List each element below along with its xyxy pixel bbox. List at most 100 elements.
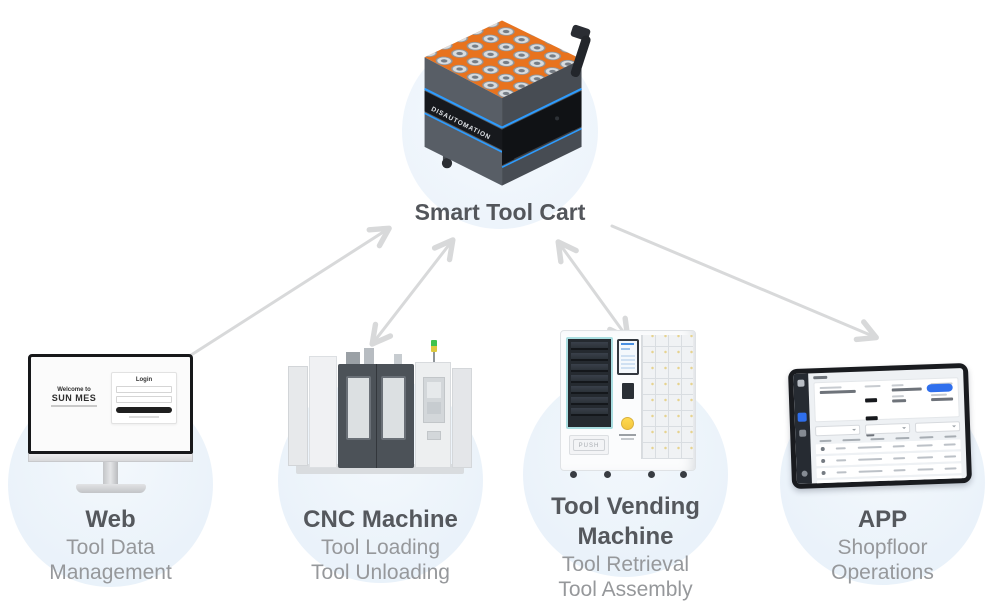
- login-caption-bar: [129, 416, 159, 418]
- vending-title-line1: Tool Vending: [551, 493, 700, 520]
- cnc-side-panel: [452, 368, 472, 468]
- decorative-bar: [944, 467, 957, 471]
- filter-select: [864, 422, 911, 435]
- decorative-bar: [864, 384, 881, 388]
- monitor-stand-neck: [103, 462, 118, 484]
- decorative-bar: [943, 443, 956, 447]
- cnc-base: [296, 464, 464, 474]
- decorative-bar: [836, 470, 848, 474]
- decorative-bar: [857, 457, 882, 462]
- web-subtitle-line1: Tool Data: [66, 536, 155, 559]
- app-subtitle-line2: Operations: [831, 561, 934, 584]
- cnc-control-screen: [423, 377, 445, 423]
- decorative-bar: [916, 443, 933, 447]
- hub-label: Smart Tool Cart: [414, 199, 586, 225]
- tablet-screen: [793, 368, 967, 484]
- push-door: PUSH: [569, 435, 609, 455]
- filter-select: [914, 420, 961, 433]
- decorative-bar: [944, 434, 957, 438]
- cnc-door-cabinet: [338, 364, 414, 468]
- vending-subtitle-line2: Tool Assembly: [558, 578, 693, 601]
- login-title: Login: [135, 377, 153, 383]
- cnc-door-window-right: [381, 376, 406, 440]
- vending-body: PUSH: [560, 330, 696, 471]
- vending-card-reader: [622, 383, 634, 399]
- push-label: PUSH: [573, 439, 605, 451]
- decorative-bar: [571, 386, 608, 394]
- sidebar-icon: [799, 429, 807, 437]
- arrow-vending-cart-bidirectional: [555, 239, 631, 341]
- vending-control-column: [617, 339, 639, 459]
- decorative-bar: [571, 408, 608, 416]
- username-field: [116, 386, 172, 393]
- decorative-bar: [821, 458, 826, 464]
- vending-touchscreen: [617, 339, 639, 375]
- arrow-cart-to-app: [610, 224, 879, 343]
- decorative-bar: [865, 415, 878, 420]
- decorative-bar: [870, 437, 885, 441]
- cnc-machine-illustration: [286, 340, 474, 474]
- app-primary-button: [926, 382, 953, 392]
- cnc-caption: CNC Machine Tool Loading Tool Unloading: [278, 505, 483, 585]
- cnc-left-column: [309, 356, 337, 468]
- decorative-bar: [944, 455, 957, 459]
- decorative-bar: [836, 446, 847, 450]
- decorative-bar: [857, 445, 882, 450]
- welcome-small-text: Welcome to: [57, 387, 91, 393]
- monitor-stand-base: [75, 484, 146, 493]
- login-card: Login: [111, 372, 177, 424]
- decorative-bar: [891, 383, 904, 387]
- decorative-bar: [892, 444, 905, 448]
- welcome-tagline-bar: [51, 405, 97, 407]
- decorative-bar: [895, 436, 910, 440]
- sidebar-active-icon: [797, 412, 807, 422]
- decorative-bar: [819, 439, 832, 443]
- vending-caption: Tool Vending Machine Tool Retrieval Tool…: [523, 492, 728, 602]
- decorative-bar: [919, 435, 934, 439]
- cnc-door-window-left: [346, 376, 371, 440]
- node-web: Welcome to SUN MES Login Web Tool Data M…: [8, 354, 213, 605]
- decorative-bar: [571, 364, 608, 372]
- cnc-subtitle-line2: Tool Unloading: [311, 561, 450, 584]
- decorative-bar: [819, 385, 842, 389]
- cnc-keypad: [427, 431, 441, 440]
- web-caption: Web Tool Data Management: [8, 505, 213, 585]
- decorative-bar: [648, 471, 655, 478]
- app-logo-icon: [797, 379, 805, 387]
- bee-logo: [621, 417, 634, 430]
- decorative-bar: [571, 353, 608, 361]
- cnc-subtitle-line1: Tool Loading: [320, 536, 441, 559]
- decorative-bar: [571, 342, 608, 350]
- app-info-card: [813, 376, 960, 436]
- decorative-bar: [570, 471, 577, 478]
- decorative-bar: [931, 396, 954, 401]
- app-title: APP: [857, 506, 908, 533]
- decorative-bar: [571, 397, 608, 405]
- cnc-stack-light: [431, 340, 437, 352]
- decorative-bar: [917, 467, 934, 471]
- decorative-bar: [836, 458, 847, 462]
- vending-machine-illustration: PUSH: [560, 330, 696, 478]
- app-main-area: [808, 368, 967, 484]
- decorative-bar: [858, 469, 883, 474]
- decorative-bar: [571, 375, 608, 383]
- vending-locker-grid: [641, 335, 693, 459]
- login-button: [116, 407, 172, 413]
- app-subtitle-line1: Shopfloor: [837, 536, 928, 559]
- decorative-bar: [819, 389, 856, 394]
- monitor-chin: [28, 454, 193, 462]
- decorative-bar: [892, 398, 907, 403]
- decorative-bar: [680, 471, 687, 478]
- password-field: [116, 396, 172, 403]
- welcome-title-text: SUN MES: [51, 393, 97, 403]
- back-link-bar: [813, 375, 828, 379]
- web-login-screen: Welcome to SUN MES Login: [28, 354, 193, 454]
- cnc-door-split: [376, 364, 377, 468]
- vending-subtitle-line1: Tool Retrieval: [561, 553, 690, 576]
- cnc-control-panel: [415, 362, 451, 468]
- web-title: Web: [85, 506, 136, 533]
- decorative-bar: [821, 470, 826, 476]
- filter-select: [814, 424, 861, 436]
- vending-display-window: [566, 337, 613, 429]
- app-caption: APP Shopfloor Operations: [780, 505, 985, 585]
